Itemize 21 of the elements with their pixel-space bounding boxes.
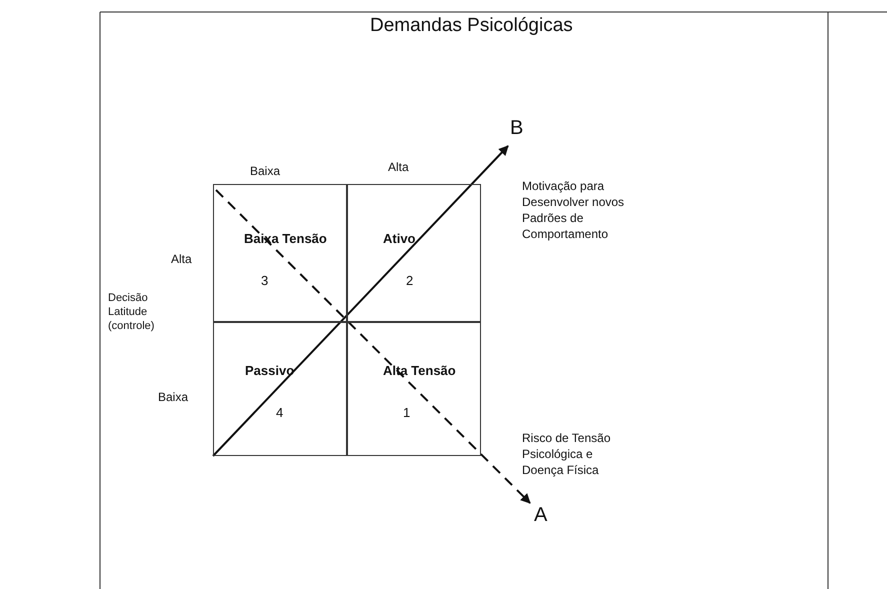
quadrant-cell (347, 184, 481, 322)
direction-letter: A (534, 503, 548, 527)
quadrant-number: 4 (276, 405, 284, 420)
diagram-title: Demandas Psicológicas (370, 15, 573, 37)
quadrant-number: 2 (406, 273, 414, 288)
outcome-description: Motivação para Desenvolver novos Padrões de Comportamento (522, 178, 626, 242)
quadrant-cell (213, 322, 347, 456)
direction-letter: B (510, 116, 524, 140)
quadrant-title: Baixa Tensão (244, 231, 327, 246)
axis-level-label: Alta (171, 252, 193, 266)
quadrant-number: 3 (261, 273, 268, 288)
quadrant-number: 1 (403, 405, 410, 420)
axis-level-label: Baixa (250, 164, 282, 178)
axis-level-label: Baixa (158, 390, 190, 404)
quadrant-cell (347, 322, 481, 456)
axis-title: Decisão Latitude (controle) (108, 291, 156, 333)
quadrant-cell (213, 184, 347, 322)
axis-level-label: Alta (388, 160, 410, 174)
quadrant-title: Ativo (383, 231, 416, 246)
outcome-description: Risco de Tensão Psicológica e Doença Física (522, 430, 612, 478)
quadrant-title: Passivo (245, 363, 294, 378)
